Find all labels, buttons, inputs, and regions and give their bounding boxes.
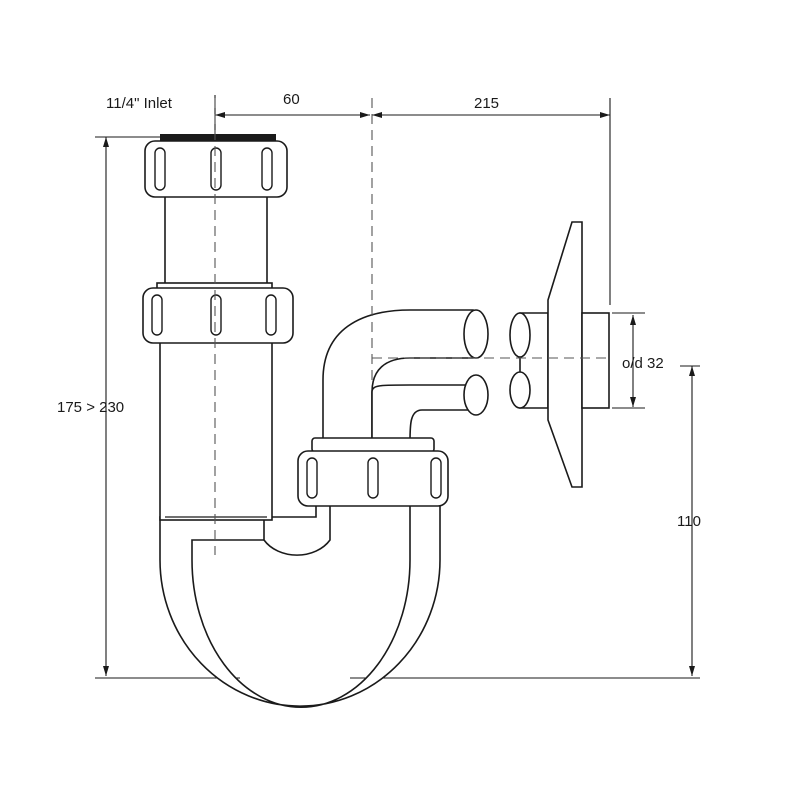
outlet-pipe-end-top [463,309,489,359]
connector-pipe-end-bottom [509,371,531,409]
middle-nut-rib [265,294,277,336]
connector-pipe-end-top [509,312,531,358]
wall-connector [509,221,610,488]
inlet-pipe-lower [159,334,273,521]
centre-lines [214,98,608,555]
top-nut-rib [210,147,222,191]
inlet-pipe-upper [164,194,268,291]
outlet-height-label: 110 [677,513,701,530]
outlet-pipe-end-bottom [463,374,489,416]
length-label: 215 [474,95,499,112]
arrow-60-left [215,112,225,118]
outlet-nut-rib [306,457,318,499]
outlet-diameter-label: o/d 32 [622,355,664,372]
middle-nut-rib [151,294,163,336]
inlet-seal-washer [160,134,276,142]
top-nut-rib [154,147,166,191]
dimension-lines [95,95,700,679]
arrow-od-top [630,315,636,325]
u-bend [159,502,441,709]
wall-flange [547,221,583,488]
top-nut-rib [261,147,273,191]
wall-spigot [581,312,610,409]
arrow-height-bottom [103,666,109,676]
outlet-elbow [322,309,474,443]
height-label: 175 > 230 [57,399,124,416]
arrow-215-left [372,112,382,118]
arrow-110-top [689,366,695,376]
arrow-215-right [600,112,610,118]
arrow-110-bottom [689,666,695,676]
outlet-collar [311,437,435,453]
outlet-nut-rib [367,457,379,499]
trap-body [142,134,489,709]
arrow-60-right [360,112,370,118]
outlet-elbow-lower [371,384,474,443]
offset-label: 60 [283,91,300,108]
arrow-height-top [103,137,109,147]
arrow-od-bottom [630,397,636,407]
outlet-nut-rib [430,457,442,499]
u-bend-inner [263,489,331,556]
middle-nut-rib [210,294,222,336]
inlet-label: 11/4" Inlet [106,95,173,112]
